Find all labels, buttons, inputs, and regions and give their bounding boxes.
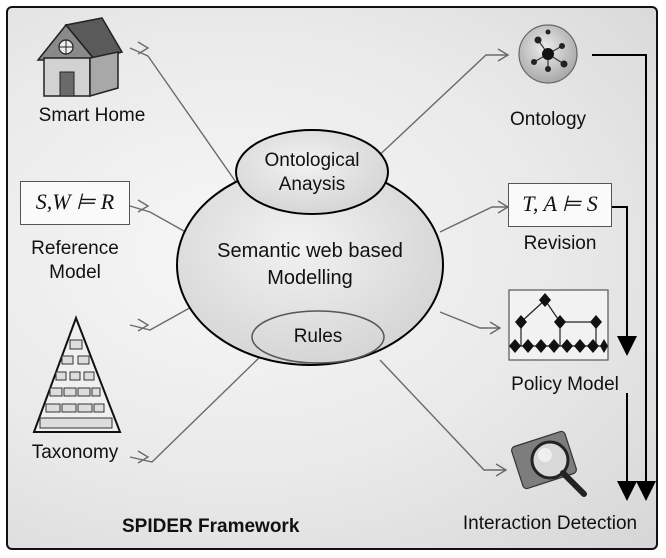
- revision-formula: T, A ⊨ S: [508, 183, 612, 227]
- interaction-detection-label: Interaction Detection: [462, 513, 638, 534]
- decision-tree-icon: [508, 289, 609, 361]
- input-connectors: [129, 47, 263, 463]
- connector-revision: [439, 206, 508, 233]
- framework-title: SPIDER Framework: [122, 516, 300, 537]
- flow-ontology-to-detection: [592, 54, 656, 501]
- magnifier-icon: [511, 430, 587, 497]
- rules-ellipse: [251, 310, 385, 364]
- connector-interaction-detection: [379, 359, 506, 471]
- connector-taxonomy-lower: [129, 354, 263, 463]
- policy-model-label: Policy Model: [511, 374, 619, 395]
- smart-home-label: Smart Home: [38, 105, 146, 126]
- ontological-analysis-ellipse: [235, 129, 389, 215]
- output-connectors: [354, 54, 508, 471]
- connector-ontology: [354, 54, 508, 179]
- connector-policy-model: [439, 311, 500, 329]
- taxonomy-label: Taxonomy: [31, 442, 119, 463]
- house-icon: [36, 17, 124, 97]
- connector-taxonomy-upper: [129, 304, 196, 331]
- input-arrowheads: [137, 41, 150, 464]
- semantic-web-modelling-label: Semantic web based Modelling: [217, 240, 403, 289]
- flow-arrows: [592, 54, 656, 501]
- revision-label: Revision: [523, 233, 597, 254]
- pyramid-icon: [32, 315, 122, 433]
- ontology-label: Ontology: [509, 109, 587, 130]
- ontological-analysis-label: Ontological Anaysis: [264, 150, 360, 195]
- reference-model-label: Reference Model: [31, 238, 119, 283]
- connector-reference-model: [129, 205, 201, 241]
- reference-formula: S,W ⊨ R: [20, 181, 130, 225]
- molecule-icon: [518, 24, 578, 84]
- rules-label: Rules: [293, 326, 343, 347]
- connector-smart-home: [129, 47, 239, 186]
- flow-revision-to-policy: [612, 206, 637, 356]
